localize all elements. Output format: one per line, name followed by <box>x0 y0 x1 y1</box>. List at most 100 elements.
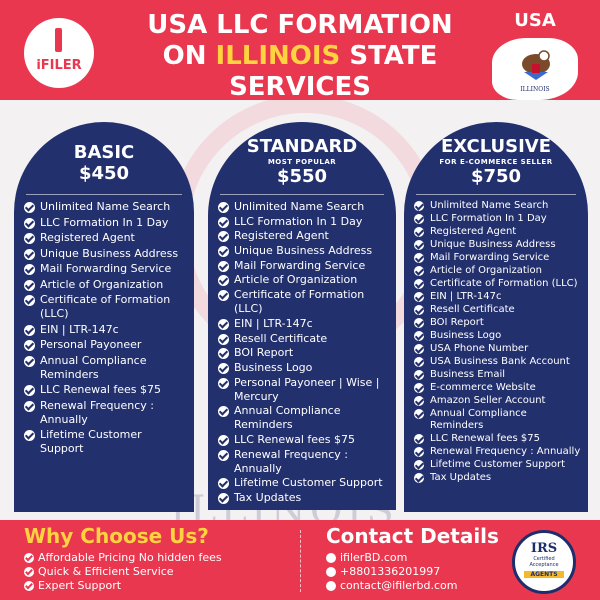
list-item-text: Tax Updates <box>430 471 492 483</box>
list-item: Registered Agent <box>24 231 188 245</box>
list-item-text: Quick & Efficient Service <box>38 565 174 578</box>
list-item-text: Annual Compliance Reminders <box>40 353 147 381</box>
check-circle-icon <box>414 344 424 354</box>
list-item: Personal Payoneer | Wise | Mercury <box>218 376 390 404</box>
check-circle-icon <box>218 231 229 243</box>
check-circle-icon <box>218 333 229 345</box>
list-item: Certificate of Formation (LLC) <box>218 288 390 316</box>
list-item: Resell Certificate <box>218 332 390 346</box>
list-item-text: Registered Agent <box>40 231 135 244</box>
divider <box>220 194 384 195</box>
check-circle-icon <box>218 434 229 446</box>
contact-item[interactable]: contact@ifilerbd.com <box>326 579 457 593</box>
irs-title: IRS <box>530 541 558 556</box>
check-circle-icon <box>24 264 35 275</box>
list-item: E-commerce Website <box>414 382 582 394</box>
list-item-text: BOI Report <box>430 317 484 328</box>
list-item-text: BOI Report <box>234 346 294 360</box>
check-circle-icon <box>24 385 35 396</box>
check-circle-icon <box>24 567 34 577</box>
check-circle-icon <box>414 292 424 302</box>
check-circle-icon <box>218 377 229 389</box>
list-item: Annual Compliance Reminders <box>24 354 188 382</box>
list-item-text: Mail Forwarding Service <box>40 262 172 275</box>
list-item: LLC Renewal fees $75 <box>414 433 582 445</box>
globe-icon <box>326 553 336 563</box>
check-circle-icon <box>414 446 424 457</box>
list-item: Annual Compliance Reminders <box>218 404 390 432</box>
page-title: USA LLC FORMATION ON ILLINOIS STATE SERV… <box>108 10 492 103</box>
check-circle-icon <box>218 216 229 228</box>
list-item: Quick & Efficient Service <box>24 565 222 579</box>
list-item-text: Amazon Seller Account <box>430 395 546 406</box>
plan-header: STANDARD MOST POPULAR $550 <box>208 136 396 187</box>
plan-price: $450 <box>78 163 130 184</box>
check-circle-icon <box>218 478 229 490</box>
list-item: EIN | LTR-147c <box>24 323 188 337</box>
list-item: Renewal Frequency : Annually <box>24 399 188 427</box>
list-item: Article of Organization <box>414 265 582 277</box>
list-item-text: Unlimited Name Search <box>430 200 549 211</box>
list-item: USA Business Bank Account <box>414 356 582 368</box>
check-circle-icon <box>218 318 229 330</box>
check-circle-icon <box>414 214 424 224</box>
list-item-text: EIN | LTR-147c <box>234 316 313 330</box>
flag-text: ILLINOIS <box>520 86 550 93</box>
check-circle-icon <box>218 362 229 374</box>
whatsapp-icon <box>326 567 336 577</box>
list-item: Certificate of Formation (LLC) <box>24 293 188 321</box>
plan-subtitle: FOR E-COMMERCE SELLER <box>439 158 553 166</box>
list-item: Unique Business Address <box>218 244 390 258</box>
why-title: Why Choose Us? <box>24 524 209 548</box>
list-item-text: Article of Organization <box>430 265 543 276</box>
list-item: Certificate of Formation (LLC) <box>414 278 582 290</box>
list-item: Annual Compliance Reminders <box>414 408 582 431</box>
plan-subtitle: MOST POPULAR <box>267 158 337 166</box>
check-circle-icon <box>24 340 35 351</box>
list-item-text: Tax Updates <box>234 491 302 504</box>
plan-card-standard: STANDARD MOST POPULAR $550 Unlimited Nam… <box>208 122 396 510</box>
list-item: LLC Renewal fees $75 <box>218 433 390 447</box>
check-circle-icon <box>414 305 424 315</box>
check-circle-icon <box>414 459 424 470</box>
check-circle-icon <box>24 553 34 563</box>
plan-header: EXCLUSIVE FOR E-COMMERCE SELLER $750 <box>404 136 588 187</box>
list-item-text: Renewal Frequency : Annually <box>430 445 581 457</box>
check-circle-icon <box>414 472 424 483</box>
list-item-text: Annual Compliance Reminders <box>430 408 527 431</box>
check-circle-icon <box>414 253 424 263</box>
check-circle-icon <box>218 348 229 360</box>
list-item-text: LLC Formation In 1 Day <box>234 214 363 228</box>
list-item: Lifetime Customer Support <box>218 476 390 490</box>
list-item: Resell Certificate <box>414 304 582 316</box>
contact-item[interactable]: ifilerBD.com <box>326 551 457 565</box>
list-item-text: Certificate of Formation (LLC) <box>40 293 171 320</box>
list-item: EIN | LTR-147c <box>414 291 582 303</box>
check-circle-icon <box>24 581 34 591</box>
list-item: Unique Business Address <box>414 239 582 251</box>
list-item-text: Mail Forwarding Service <box>430 252 550 263</box>
irs-sub-2: Acceptance <box>529 562 559 568</box>
check-circle-icon <box>24 430 35 441</box>
eagle-icon <box>522 50 550 80</box>
list-item: LLC Formation In 1 Day <box>414 213 582 225</box>
contact-item[interactable]: +8801336201997 <box>326 565 457 579</box>
check-circle-icon <box>24 202 35 213</box>
list-item-text: Resell Certificate <box>234 331 328 345</box>
check-circle-icon <box>414 227 424 237</box>
list-item: Business Email <box>414 369 582 381</box>
list-item-text: Business Logo <box>430 330 502 341</box>
title-line-3: SERVICES <box>229 72 371 102</box>
list-item: Unlimited Name Search <box>414 200 582 212</box>
list-item-text: Renewal Frequency : Annually <box>234 447 348 475</box>
list-item: Business Logo <box>414 330 582 342</box>
list-item: Mail Forwarding Service <box>218 259 390 273</box>
list-item-text: LLC Formation In 1 Day <box>430 213 547 224</box>
list-item-text: Unlimited Name Search <box>40 200 171 213</box>
plan-name: EXCLUSIVE <box>440 136 552 157</box>
list-item: LLC Renewal fees $75 <box>24 383 188 397</box>
title-highlight: ILLINOIS <box>215 41 341 71</box>
list-item-text: E-commerce Website <box>430 382 536 393</box>
